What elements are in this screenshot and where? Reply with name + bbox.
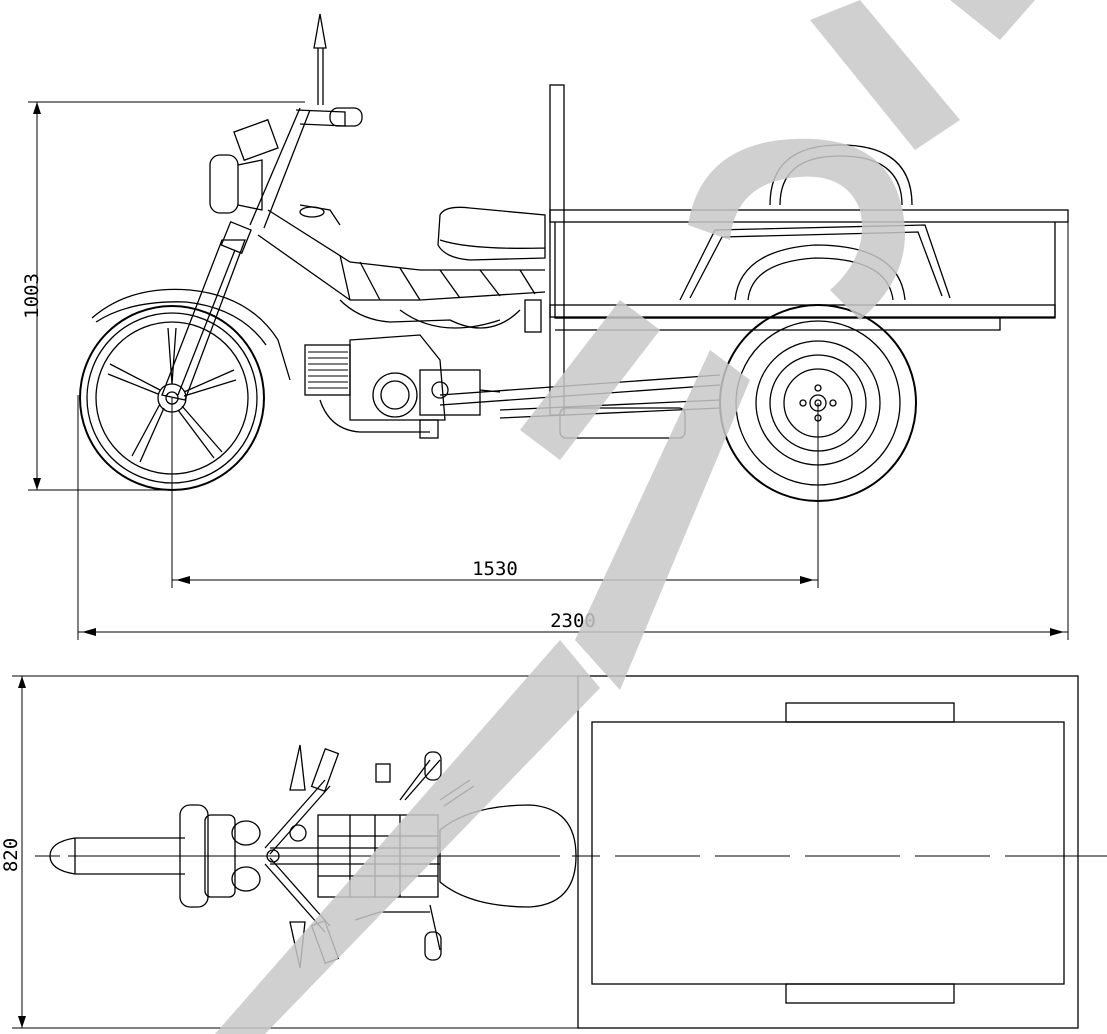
watermark <box>215 0 1035 1034</box>
engine <box>304 334 481 439</box>
seat <box>437 206 546 261</box>
dim-width: 820 <box>0 675 578 1029</box>
dim-height-label: 1003 <box>21 273 43 319</box>
headlamp-top <box>179 804 307 908</box>
cargo-box-top <box>577 675 1079 1029</box>
dim-wheelbase-label: 1530 <box>472 558 518 580</box>
front-wheel-top <box>49 837 185 875</box>
handlebar <box>249 13 363 229</box>
dim-wheelbase: 1530 <box>172 558 818 584</box>
dim-length: 2300 <box>78 610 1068 636</box>
front-fender <box>91 288 291 381</box>
dim-height: 1003 <box>21 101 305 491</box>
seat-top <box>439 804 577 908</box>
frame <box>257 204 546 329</box>
headlamp <box>209 118 279 214</box>
dim-width-label: 820 <box>0 838 22 872</box>
front-fork <box>161 220 252 401</box>
